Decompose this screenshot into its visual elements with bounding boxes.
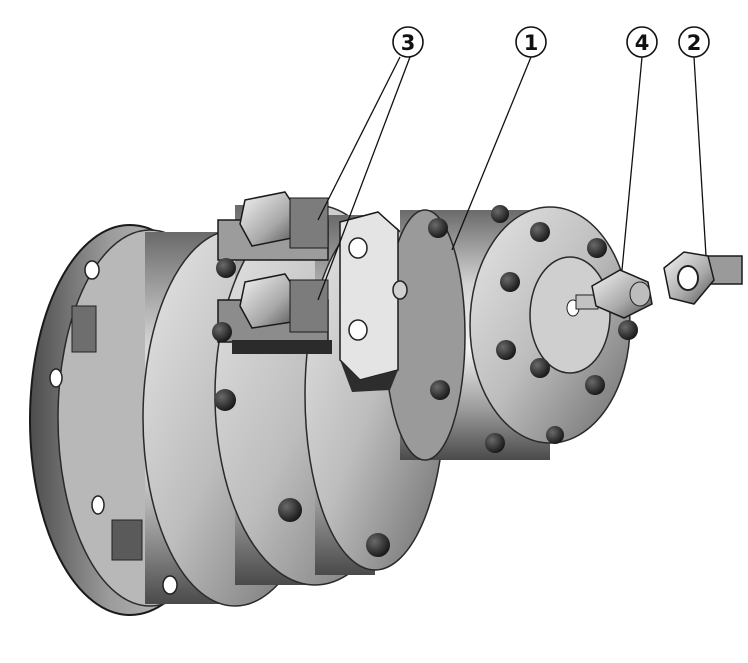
fitting-part-2 (663, 251, 743, 305)
bolt-icon (530, 358, 550, 378)
bolt-icon (530, 222, 550, 242)
callout-label: 4 (635, 31, 650, 55)
bolt-icon (430, 380, 450, 400)
leader-lines (317, 56, 707, 301)
callout-1: 1 (515, 26, 547, 58)
hex-fitting-upper (217, 191, 329, 261)
callout-label: 3 (401, 31, 416, 55)
callout-label: 1 (524, 31, 539, 55)
bolt-icon (587, 238, 607, 258)
manifold-block (339, 211, 408, 392)
callout-4: 4 (626, 26, 658, 58)
bolt-icon (618, 320, 638, 340)
bolt-icon (214, 389, 236, 411)
bolt-icon (278, 498, 302, 522)
bolt-icon (585, 375, 605, 395)
bolt-icon (496, 340, 516, 360)
bolt-icon (366, 533, 390, 557)
bolt-icon (216, 258, 236, 278)
bolt-icon (428, 218, 448, 238)
fitting-part-4 (575, 269, 653, 319)
bolt-icon (485, 433, 505, 453)
bolt-icon (491, 205, 509, 223)
bolt-icon (546, 426, 564, 444)
hex-fitting-lower (217, 273, 332, 354)
callout-label: 2 (687, 31, 702, 55)
callout-2: 2 (678, 26, 710, 58)
bolt-icon (500, 272, 520, 292)
bolt-icon (212, 322, 232, 342)
callout-3: 3 (392, 26, 424, 58)
bolt-set (212, 205, 638, 557)
